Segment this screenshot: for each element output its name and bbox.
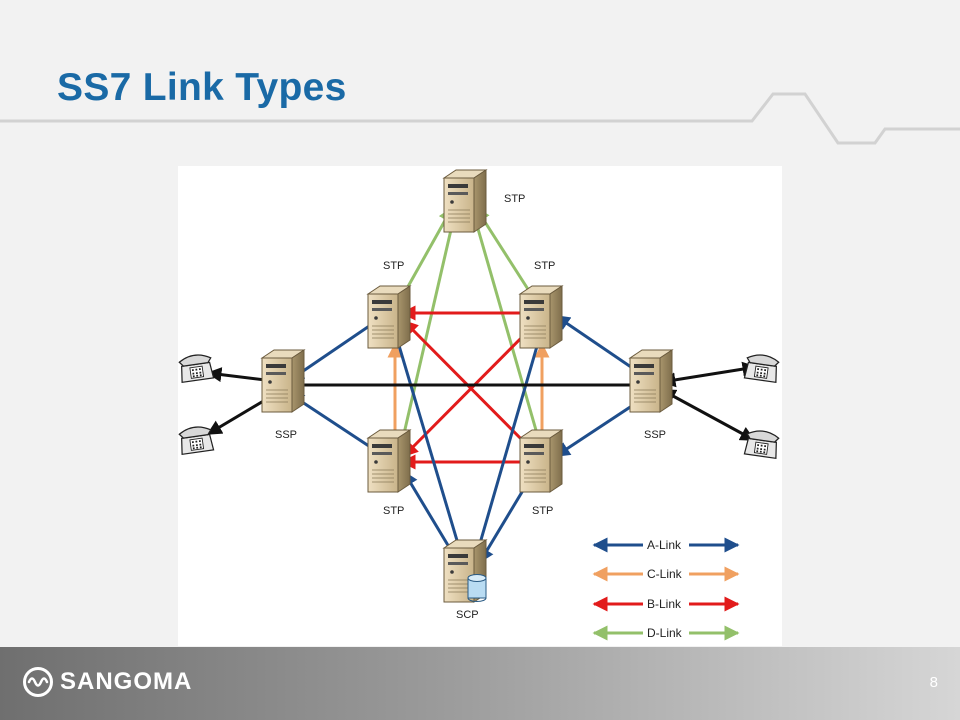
logo-wordmark: SANGOMA: [60, 668, 193, 695]
phone-right-lower-icon: [743, 428, 781, 459]
ssp-left-node: SSP: [261, 349, 305, 441]
legend-b-link-label: B-Link: [647, 597, 682, 611]
legend-c-link: C-Link: [592, 566, 740, 582]
stp-lower-left-label: STP: [383, 505, 404, 517]
stp-top-node: STP: [443, 169, 525, 233]
link-lines: [206, 206, 758, 566]
stp-upper-left-label: STP: [383, 260, 404, 272]
scp-label: SCP: [456, 609, 479, 621]
ssp-right-node: SSP: [629, 349, 673, 441]
stp-upper-left-node: STP: [367, 260, 411, 349]
right-phone-lower-link: [660, 388, 756, 442]
legend-b-link: B-Link: [592, 596, 740, 612]
stp-upper-right-label: STP: [534, 260, 555, 272]
stp-lower-right-label: STP: [532, 505, 553, 517]
legend-d-link-label: D-Link: [647, 626, 683, 640]
legend-a-link: A-Link: [592, 537, 740, 553]
scp-node: SCP: [443, 539, 487, 621]
stp-top-label: STP: [504, 193, 525, 205]
sangoma-logo: SANGOMA: [22, 665, 222, 699]
link-legend: A-Link C-Link B-Link D-Link: [592, 537, 740, 641]
ssp-left-label: SSP: [275, 429, 297, 441]
slide-title: SS7 Link Types: [57, 66, 347, 109]
phone-left-lower-icon: [178, 424, 215, 455]
footer-bar: SANGOMA 8: [0, 647, 960, 720]
legend-a-link-label: A-Link: [647, 538, 682, 552]
page-number: 8: [929, 674, 938, 691]
stp-lower-right-node: STP: [519, 429, 563, 517]
ssp-right-label: SSP: [644, 429, 666, 441]
ss7-network-diagram: STP STP STP STP STP SSP: [178, 166, 782, 646]
header-divider-line: [0, 92, 960, 145]
sangoma-wave-icon: [23, 667, 53, 697]
phone-right-upper-icon: [743, 352, 781, 383]
stp-upper-right-node: STP: [519, 260, 563, 349]
database-icon: [467, 574, 487, 602]
legend-d-link: D-Link: [592, 625, 740, 641]
legend-c-link-label: C-Link: [647, 567, 683, 581]
phone-left-upper-icon: [178, 352, 215, 383]
stp-lower-left-node: STP: [367, 429, 411, 517]
right-phone-upper-link: [660, 361, 758, 388]
